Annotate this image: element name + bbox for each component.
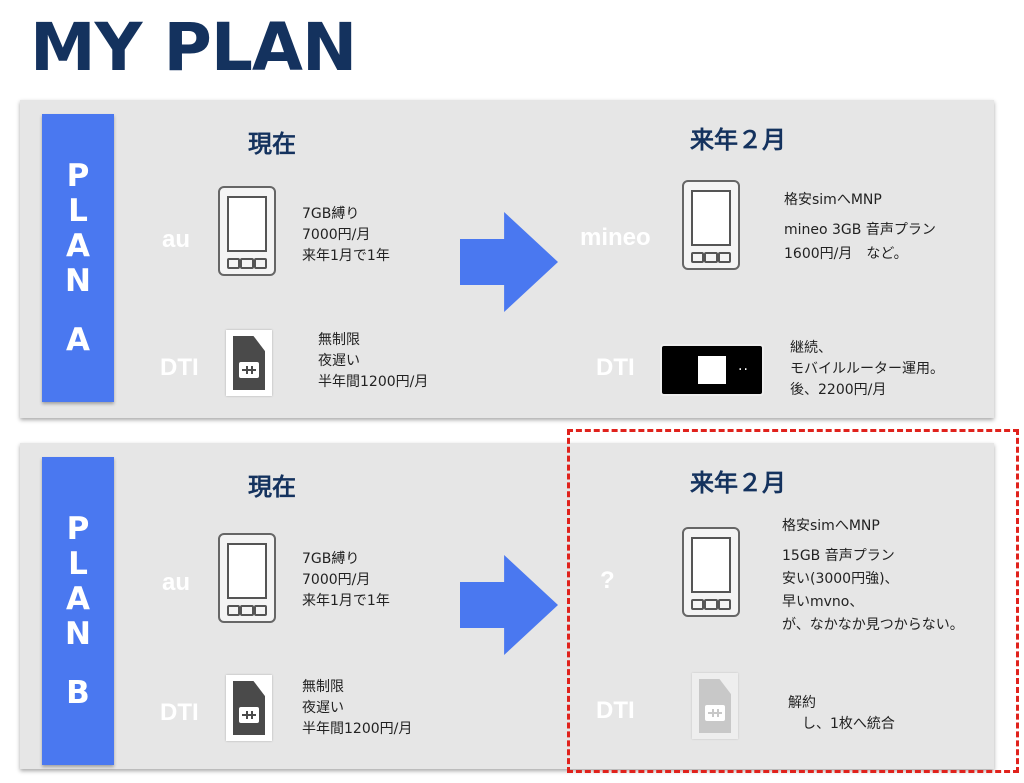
- current-data-desc: 無制限 夜遅い 半年間1200円/月: [318, 330, 428, 393]
- page-title: MY PLAN: [30, 9, 357, 86]
- plan-letter: P: [66, 510, 90, 547]
- plan-a-panel: P L A N A 現在 来年２月 au 7GB縛り 7000円/月 来年1月で…: [20, 100, 994, 418]
- current-data-carrier: DTI: [160, 354, 199, 381]
- current-phone-carrier: au: [162, 569, 191, 596]
- next-phone-desc: 格安simへMNP mineo 3GB 音声プラン 1600円/月 など。: [784, 188, 936, 266]
- desc-line: 半年間1200円/月: [318, 374, 429, 390]
- desc-line: 7000円/月: [302, 572, 371, 588]
- desc-line: 来年1月で1年: [302, 593, 390, 609]
- desc-line: 後、2200円/月: [790, 382, 887, 398]
- desc-line: 無制限: [302, 679, 344, 695]
- next-data-carrier: DTI: [596, 697, 635, 724]
- plan-a-label: P L A N A: [42, 114, 114, 402]
- current-data-carrier: DTI: [160, 699, 199, 726]
- desc-line: 夜遅い: [302, 700, 344, 716]
- next-data-desc: 継続、 モバイルルーター運用。 後、2200円/月: [790, 338, 944, 401]
- current-heading: 現在: [248, 130, 296, 158]
- next-phone-carrier: ?: [600, 567, 615, 594]
- current-phone-desc: 7GB縛り 7000円/月 来年1月で1年: [302, 549, 390, 612]
- desc-line: 解約: [788, 695, 816, 711]
- right-arrow-icon: [460, 212, 558, 312]
- next-data-carrier: DTI: [596, 354, 635, 381]
- desc-line: モバイルルーター運用。: [790, 361, 944, 377]
- desc-line: 継続、: [790, 340, 832, 356]
- right-arrow-icon: [460, 555, 558, 655]
- current-phone-desc: 7GB縛り 7000円/月 来年1月で1年: [302, 204, 390, 267]
- desc-line: 来年1月で1年: [302, 248, 390, 264]
- next-data-desc: 解約 し、1枚へ統合: [788, 693, 895, 735]
- plan-letter: L: [68, 192, 88, 229]
- current-phone-carrier: au: [162, 226, 191, 253]
- current-heading: 現在: [248, 473, 296, 501]
- plan-id-letter: B: [66, 674, 90, 711]
- plan-word: P L A N: [65, 510, 91, 652]
- desc-line: が、なかなか見つからない。: [782, 617, 964, 633]
- next-phone-desc: 格安simへMNP 15GB 音声プラン 安い(3000円強)、 早いmvno、…: [782, 515, 964, 637]
- desc-line: 半年間1200円/月: [302, 721, 413, 737]
- desc-line: 格安simへMNP: [784, 192, 882, 208]
- desc-line: 格安simへMNP: [782, 518, 880, 534]
- plan-b-panel: P L A N B 現在 来年２月 au 7GB縛り 7000円/月 来年1月で…: [20, 443, 994, 769]
- desc-line: 7GB縛り: [302, 551, 360, 567]
- plan-b-label: P L A N B: [42, 457, 114, 765]
- plan-letter: A: [65, 227, 90, 264]
- plan-id-letter: A: [66, 321, 90, 358]
- smartphone-icon: [682, 180, 740, 270]
- desc-line: 1600円/月 など。: [784, 246, 908, 262]
- desc-line: 夜遅い: [318, 353, 360, 369]
- desc-line: 7GB縛り: [302, 206, 360, 222]
- sim-card-icon: [226, 330, 272, 396]
- plan-letter: L: [68, 545, 88, 582]
- plan-letter: P: [66, 157, 90, 194]
- desc-line: 7000円/月: [302, 227, 371, 243]
- plan-letter: N: [65, 262, 91, 299]
- desc-line: 15GB 音声プラン: [782, 548, 895, 564]
- next-phone-carrier: mineo: [580, 224, 651, 251]
- mobile-router-icon: ··: [660, 344, 764, 396]
- desc-line: 安い(3000円強)、: [782, 571, 899, 587]
- smartphone-icon: [218, 186, 276, 276]
- sim-card-icon: [692, 673, 738, 739]
- smartphone-icon: [682, 527, 740, 617]
- plan-letter: N: [65, 615, 91, 652]
- smartphone-icon: [218, 533, 276, 623]
- plan-letter: A: [65, 580, 90, 617]
- next-heading: 来年２月: [690, 126, 786, 154]
- next-heading: 来年２月: [690, 469, 786, 497]
- desc-line: mineo 3GB 音声プラン: [784, 222, 936, 238]
- sim-card-icon: [226, 675, 272, 741]
- highlight-box: [567, 429, 1019, 773]
- plan-word: P L A N: [65, 157, 91, 299]
- desc-line: 無制限: [318, 332, 360, 348]
- desc-line: し、1枚へ統合: [788, 716, 895, 732]
- current-data-desc: 無制限 夜遅い 半年間1200円/月: [302, 677, 412, 740]
- desc-line: 早いmvno、: [782, 594, 864, 610]
